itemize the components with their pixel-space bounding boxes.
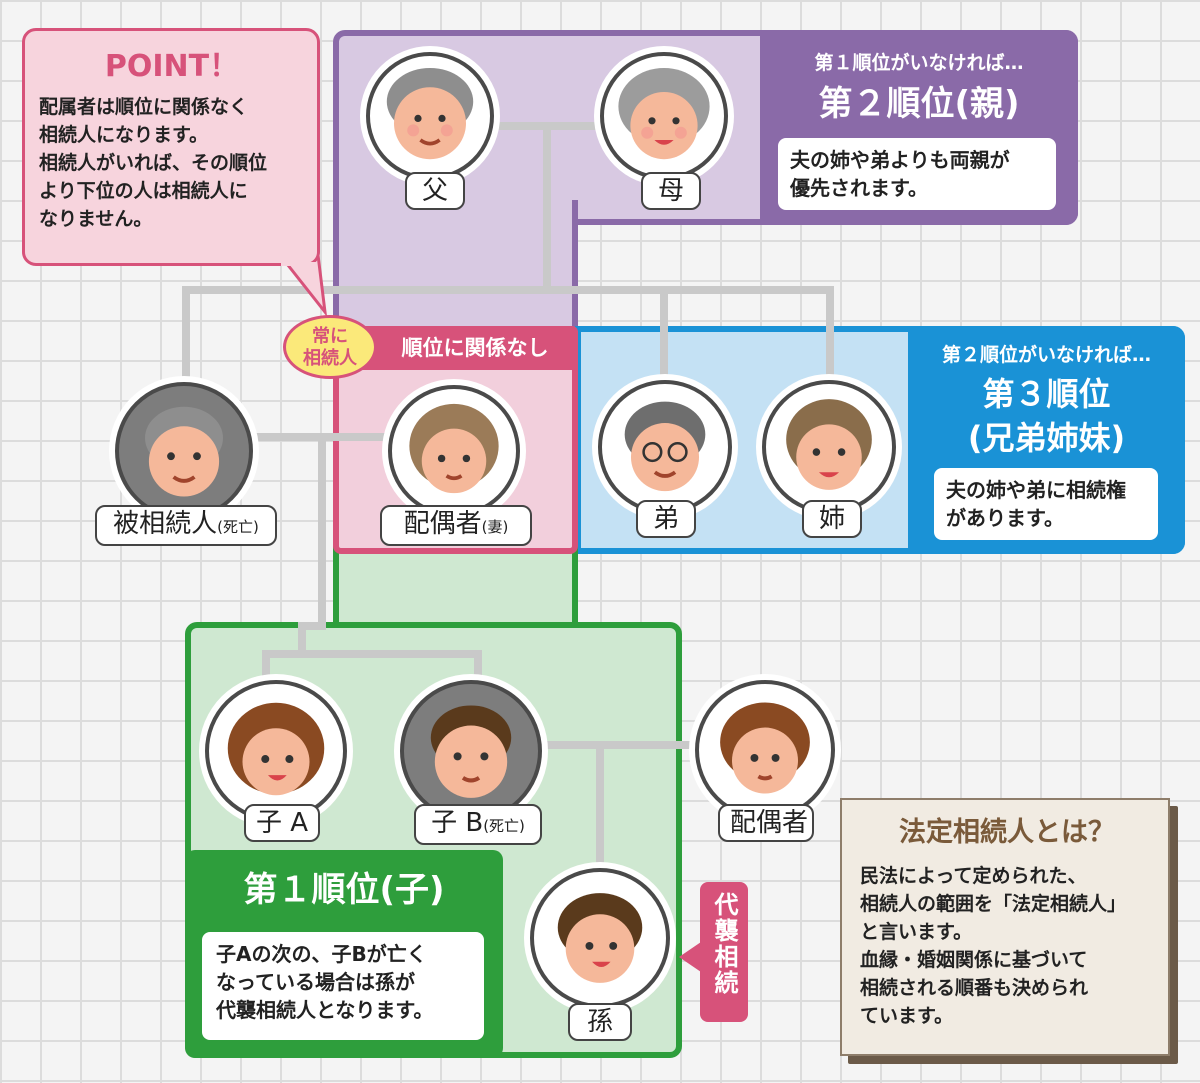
siblings-bar xyxy=(182,286,834,294)
brother-drop xyxy=(660,286,668,381)
spouse-label: 配偶者(妻) xyxy=(380,505,532,546)
grandchild-label: 孫 xyxy=(568,1003,632,1041)
daishu-tag-arrow xyxy=(679,942,701,972)
legal-heir-body: 民法によって定められた、 相続人の範囲を「法定相続人」 と言います。 血縁・婚姻… xyxy=(860,865,1127,1027)
children-bar xyxy=(262,650,482,658)
parents-drop xyxy=(543,122,551,292)
point-bubble: POINT！ 配属者は順位に関係なく 相続人になります。 相続人がいれば、その順… xyxy=(22,28,320,266)
rank3-title: 第３順位 (兄弟姉妹) xyxy=(967,375,1126,457)
point-bubble-joint xyxy=(281,262,317,266)
rank3-pretext: 第２順位がいなければ… xyxy=(941,344,1151,366)
childB-drop xyxy=(474,650,482,690)
daishu-tag-text: 代襲相続 xyxy=(710,892,738,996)
deceased-tag: (死亡) xyxy=(217,518,259,536)
childA-label: 子 A xyxy=(244,804,320,842)
grandchild-portrait xyxy=(530,868,670,1008)
rank2-pretext: 第１順位がいなければ… xyxy=(814,52,1024,74)
daishu-tag: 代襲相続 xyxy=(700,882,748,1022)
children-drop-h xyxy=(298,622,326,630)
spouse-header-title: 順位に関係なし xyxy=(401,336,549,360)
point-title: POINT！ xyxy=(104,49,240,84)
deceased-label: 被相続人(死亡) xyxy=(95,505,277,546)
always-heir-badge: 常に 相続人 xyxy=(283,315,377,379)
legal-heir-title: 法定相続人とは？ xyxy=(899,817,1115,848)
spouse-portrait xyxy=(388,385,520,517)
childB-label: 子 B(死亡) xyxy=(414,804,542,845)
parents-line xyxy=(486,122,596,130)
rank1-note: 子Aの次の、子Bが亡く なっている場合は孫が 代襲相続人となります。 xyxy=(202,932,484,1040)
brother-portrait xyxy=(598,380,732,514)
rank2-title: 第２順位(親) xyxy=(818,84,1020,124)
deceased-portrait xyxy=(115,382,253,520)
childA-drop xyxy=(262,650,270,690)
childB-spouse-label: 配偶者 xyxy=(718,804,814,842)
childB-name: 子 B xyxy=(431,808,484,838)
children-drop-v xyxy=(318,433,326,628)
sister-label: 姉 xyxy=(802,500,862,538)
children-drop-v2 xyxy=(298,622,306,652)
rank2-note: 夫の姉や弟よりも両親が 優先されます。 xyxy=(778,138,1056,210)
legal-heir-box: 法定相続人とは？ 民法によって定められた、 相続人の範囲を「法定相続人」 と言い… xyxy=(840,798,1170,1056)
rank3-note: 夫の姉や弟に相続権 があります。 xyxy=(934,468,1158,540)
father-portrait xyxy=(366,52,494,180)
childA-portrait xyxy=(205,680,347,822)
brother-label: 弟 xyxy=(636,500,696,538)
childB-spouse-portrait xyxy=(695,680,835,820)
mother-portrait xyxy=(600,52,728,180)
deceased-name: 被相続人 xyxy=(113,509,218,539)
mother-label: 母 xyxy=(641,172,701,210)
father-label: 父 xyxy=(405,172,465,210)
spouse-name: 配偶者 xyxy=(403,509,482,539)
sister-drop xyxy=(826,286,834,381)
childB-tag: (死亡) xyxy=(483,817,525,835)
childB-portrait xyxy=(400,680,542,822)
rank1-title: 第１順位(子) xyxy=(243,870,445,910)
point-body: 配属者は順位に関係なく 相続人になります。 相続人がいれば、その順位 より下位の… xyxy=(39,96,268,230)
childB-marriage xyxy=(535,741,695,749)
deceased-drop xyxy=(182,286,190,386)
spouse-tag: (妻) xyxy=(481,518,509,536)
sister-portrait xyxy=(762,380,896,514)
grandchild-drop xyxy=(596,741,604,876)
rank2-region-stem xyxy=(333,200,578,340)
